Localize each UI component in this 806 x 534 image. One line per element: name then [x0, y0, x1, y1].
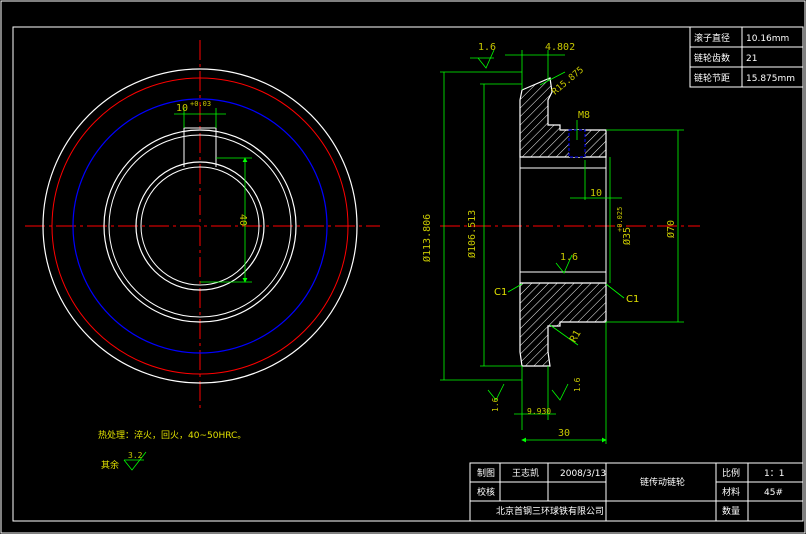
keyway-width-tol: +0.03 — [190, 100, 211, 108]
keyway-width-label: 10 — [176, 103, 188, 114]
part-name: 链传动链轮 — [640, 476, 685, 488]
param-table: 滚子直径 10.16mm 链轮齿数 21 链轮节距 15.875mm — [689, 26, 804, 88]
outer-diameter-label: Ø113.806 — [421, 214, 433, 262]
keyway-top — [183, 127, 217, 157]
material-value: 45# — [764, 488, 783, 498]
drawn-label: 制图 — [477, 467, 495, 479]
hub-circle-inner — [108, 134, 292, 318]
front-view: 10 +0.03 40 — [25, 40, 380, 410]
total-length-label: 30 — [558, 428, 570, 439]
keyway-sides — [183, 157, 217, 167]
company-name: 北京首钢三环球铁有限公司 — [496, 505, 604, 517]
qty-label: 数量 — [722, 505, 740, 517]
thread-label: M8 — [578, 110, 590, 121]
param-value-0: 10.16mm — [746, 34, 789, 44]
hub-circle-outer — [103, 129, 297, 323]
section-view: 1.6 4.802 R15.875 M8 Ø113.806 Ø106.513 1… — [421, 42, 700, 444]
scale-value: 1：1 — [764, 469, 784, 479]
roughness-symbol — [123, 451, 147, 471]
chamfer-left-label: C1 — [494, 287, 507, 298]
hub-diameter-label: Ø70 — [665, 220, 677, 238]
keyway-depth-label: 40 — [237, 214, 248, 226]
param-value-1: 21 — [746, 54, 757, 64]
top-roughness-symbol — [477, 49, 495, 69]
other-rough-value: 3.2 — [128, 451, 143, 460]
scale-label: 比例 — [722, 467, 740, 479]
title-block: 制图 王志凯 2008/3/13 校核 链传动链轮 比例 1：1 材料 45# … — [469, 462, 804, 522]
param-label-2: 链轮节距 — [694, 72, 730, 84]
other-rough-label: 其余 — [101, 459, 119, 471]
fillet-label: R1 — [568, 329, 584, 345]
bore-diameter-tol: +0.025 — [616, 207, 624, 232]
check-label: 校核 — [477, 486, 495, 498]
bottom-rough-left: 1.6 — [491, 397, 500, 412]
param-value-2: 15.875mm — [746, 74, 795, 84]
bore-rough-value: 1.6 — [560, 252, 578, 263]
bore-diameter-label: Ø35 — [621, 227, 633, 245]
drawing-border — [12, 26, 804, 522]
tip-circle — [51, 77, 349, 375]
top-width-value: 4.802 — [545, 42, 575, 53]
lower-section — [519, 282, 607, 367]
param-label-0: 滚子直径 — [694, 32, 730, 44]
material-label: 材料 — [722, 486, 740, 498]
heat-treat-note: 热处理：淬火，回火，40~50HRC。 — [98, 429, 246, 441]
bore-circle — [135, 161, 265, 291]
pitch-circle — [72, 98, 328, 354]
top-rough-value: 1.6 — [478, 42, 496, 53]
hub-length-label: 10 — [590, 188, 602, 199]
outer-circle — [42, 68, 358, 384]
drawn-name: 王志凯 — [512, 467, 539, 479]
bore-circle-inner — [140, 166, 260, 286]
drawn-date: 2008/3/13 — [560, 469, 606, 479]
top-chamfer-value: R15.875 — [551, 65, 586, 97]
bottom-rough-right: 1.6 — [573, 377, 582, 392]
param-label-1: 链轮齿数 — [694, 52, 730, 64]
pitch-diameter-label: Ø106.513 — [466, 210, 478, 258]
chamfer-right-label: C1 — [626, 294, 639, 305]
bottom-tooth-width: 9.930 — [527, 407, 551, 416]
